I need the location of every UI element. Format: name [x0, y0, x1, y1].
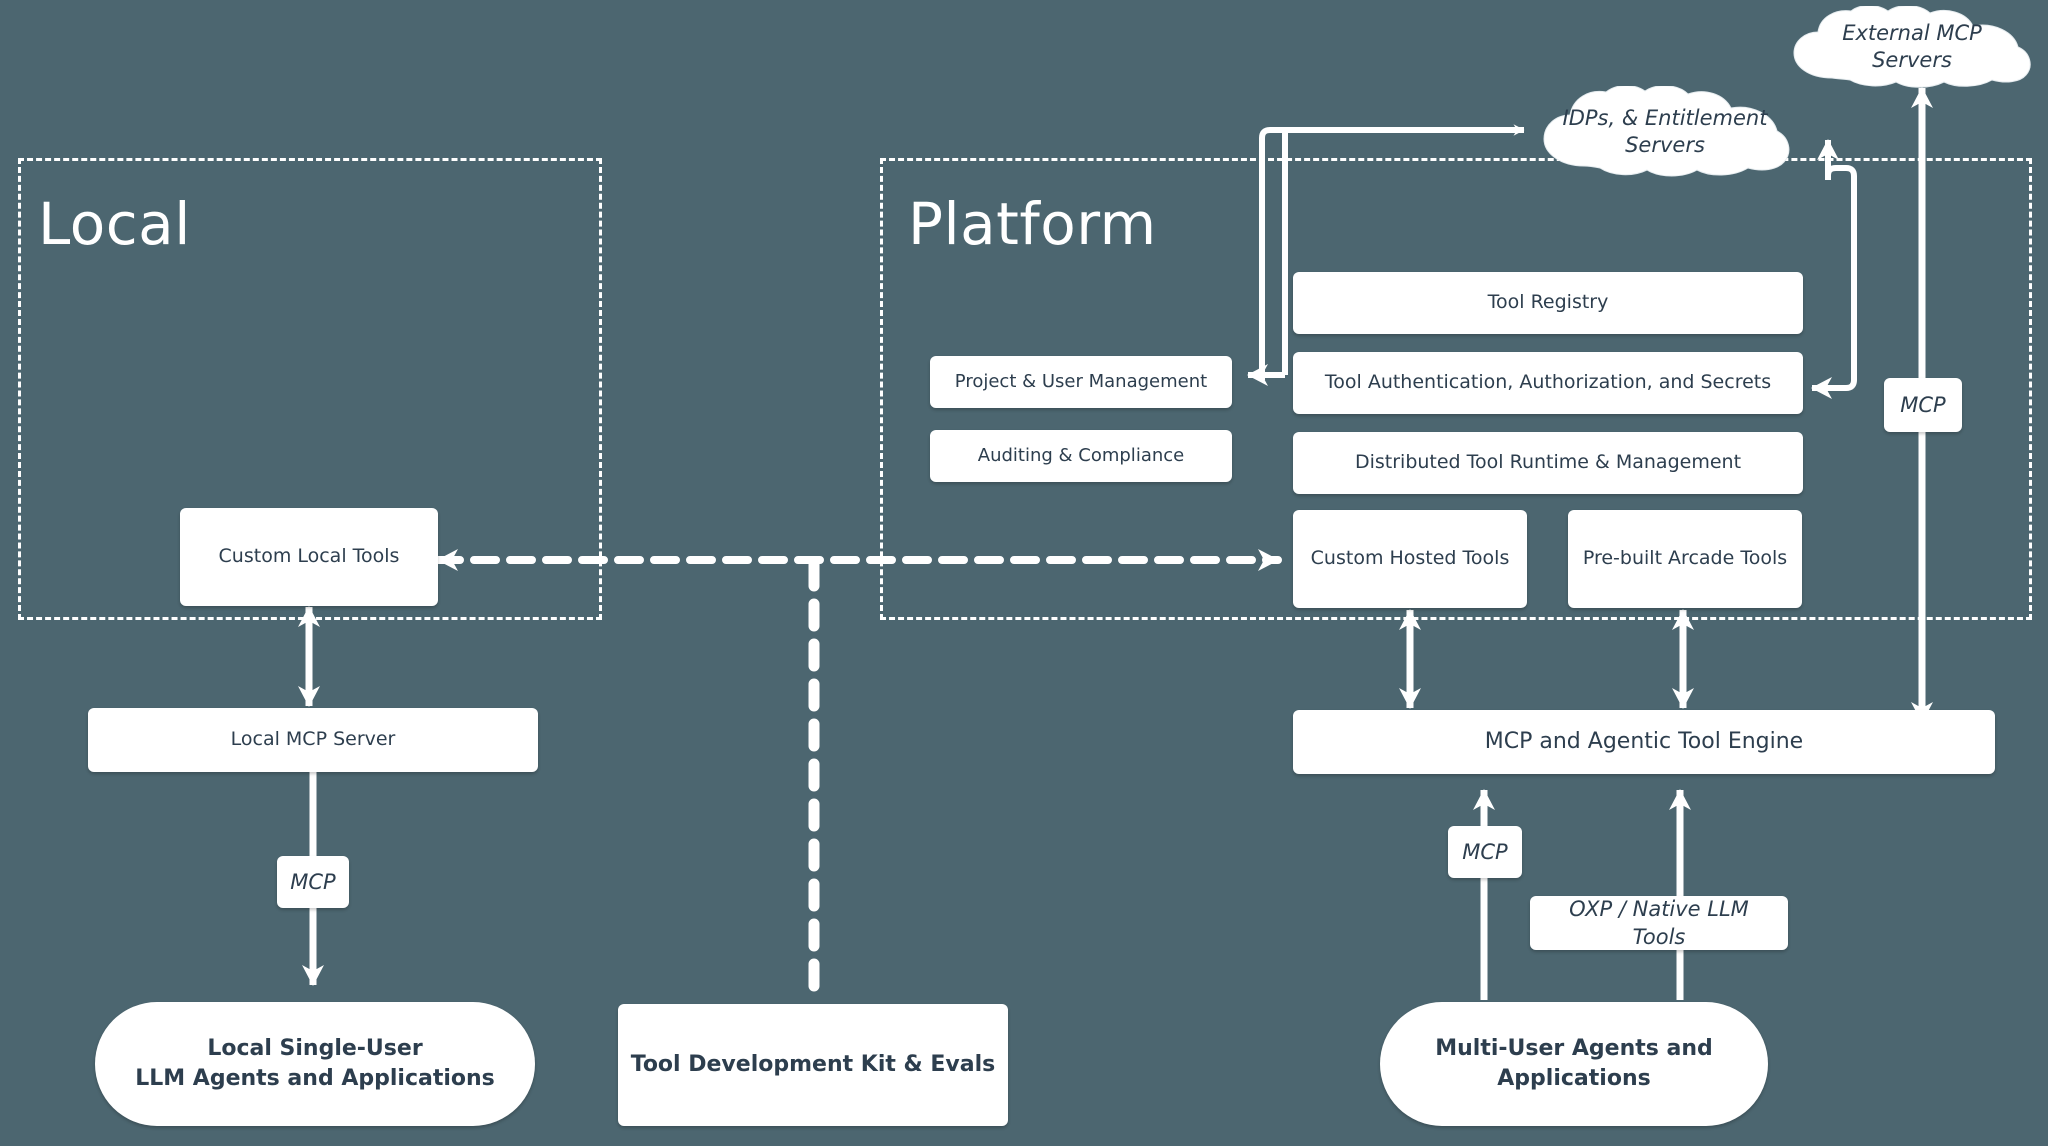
node-project-user-management[interactable]: Project & User Management — [930, 356, 1232, 408]
node-multi-user-agents-line1: Multi-User Agents and — [1435, 1036, 1713, 1062]
cloud-idps-entitlement-servers: IDPs, & Entitlement Servers — [1530, 86, 1800, 178]
cloud-shape-idps — [1543, 86, 1790, 177]
node-tool-registry[interactable]: Tool Registry — [1293, 272, 1803, 334]
node-multi-user-agents[interactable]: Multi-User Agents and Applications — [1380, 1002, 1768, 1126]
node-local-single-user-agents[interactable]: Local Single-User LLM Agents and Applica… — [95, 1002, 535, 1126]
edge-label-mcp-external: MCP — [1884, 378, 1962, 432]
zone-platform-title: Platform — [908, 190, 1157, 258]
cloud-shape-external — [1793, 6, 2031, 88]
zone-local-title: Local — [38, 190, 191, 258]
node-local-single-user-agents-line1: Local Single-User — [207, 1036, 423, 1062]
cloud-external-mcp-servers: External MCP Servers — [1778, 6, 2046, 88]
node-prebuilt-arcade-tools[interactable]: Pre-built Arcade Tools — [1568, 510, 1802, 608]
node-tool-authentication[interactable]: Tool Authentication, Authorization, and … — [1293, 352, 1803, 414]
cloud-external-mcp-servers-label: External MCP Servers — [1842, 20, 1982, 72]
node-auditing-compliance[interactable]: Auditing & Compliance — [930, 430, 1232, 482]
cloud-idps-entitlement-servers-label: IDPs, & Entitlement Servers — [1562, 105, 1768, 157]
node-tool-development-kit[interactable]: Tool Development Kit & Evals — [618, 1004, 1008, 1126]
node-custom-hosted-tools[interactable]: Custom Hosted Tools — [1293, 510, 1527, 608]
node-local-mcp-server[interactable]: Local MCP Server — [88, 708, 538, 772]
node-local-single-user-agents-line2: LLM Agents and Applications — [135, 1066, 495, 1091]
node-mcp-agentic-tool-engine[interactable]: MCP and Agentic Tool Engine — [1293, 710, 1995, 774]
node-custom-local-tools[interactable]: Custom Local Tools — [180, 508, 438, 606]
node-distributed-tool-runtime[interactable]: Distributed Tool Runtime & Management — [1293, 432, 1803, 494]
edge-label-oxp-native-llm-tools: OXP / Native LLM Tools — [1530, 896, 1788, 950]
node-multi-user-agents-line2: Applications — [1497, 1066, 1651, 1091]
edge-label-mcp-platform-bottom: MCP — [1448, 826, 1522, 878]
edge-label-mcp-local: MCP — [277, 856, 349, 908]
